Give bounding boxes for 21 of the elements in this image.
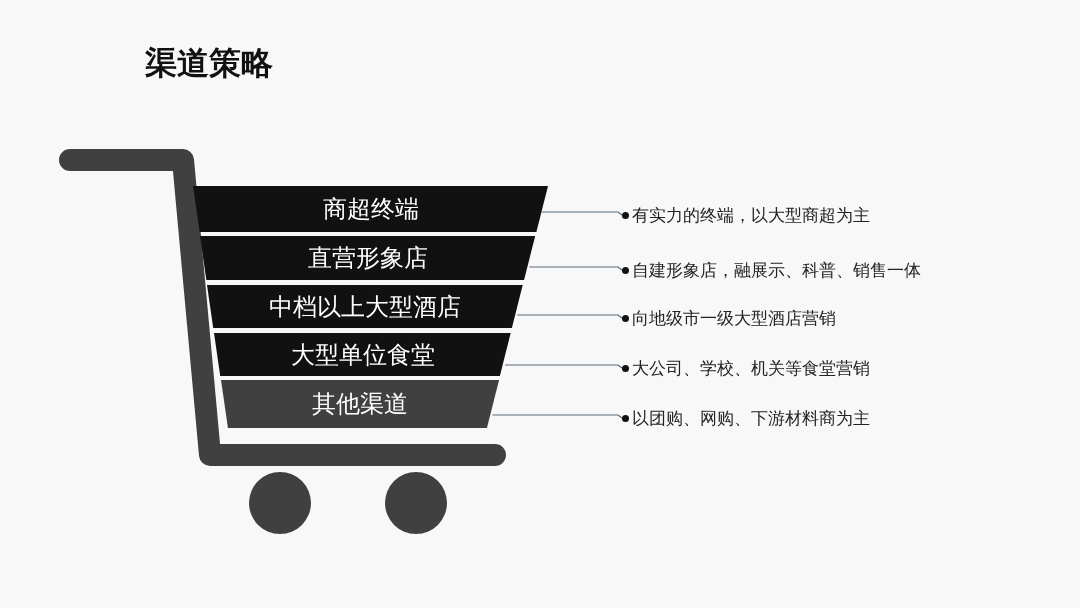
leader-line — [541, 211, 623, 216]
funnel-band — [207, 285, 524, 328]
funnel-band — [221, 380, 500, 428]
band-label: 直营形象店 — [306, 243, 429, 274]
band-label: 大型单位食堂 — [289, 339, 436, 371]
title: 渠道策略 — [145, 43, 273, 84]
leader-line — [491, 414, 623, 419]
band-label: 中档以上大型酒店 — [268, 291, 463, 323]
bullet-text: 有实力的终端，以大型商超为主 — [632, 203, 870, 227]
bullet-text: 自建形象店，融展示、科普、销售一体 — [632, 258, 921, 282]
leader-line — [516, 314, 623, 319]
funnel-band — [214, 333, 511, 376]
band-label: 商超终端 — [321, 194, 420, 225]
funnel-band — [193, 186, 548, 232]
leader-line — [504, 364, 623, 369]
bullet-text: 以团购、网购、下游材料商为主 — [632, 406, 870, 430]
band-label: 其他渠道 — [311, 389, 410, 420]
bullet-text: 大公司、学校、机关等食堂营销 — [632, 356, 870, 380]
bullet-text: 向地级市一级大型酒店营销 — [632, 306, 836, 330]
leader-line — [528, 266, 623, 271]
funnel-band — [200, 236, 536, 280]
